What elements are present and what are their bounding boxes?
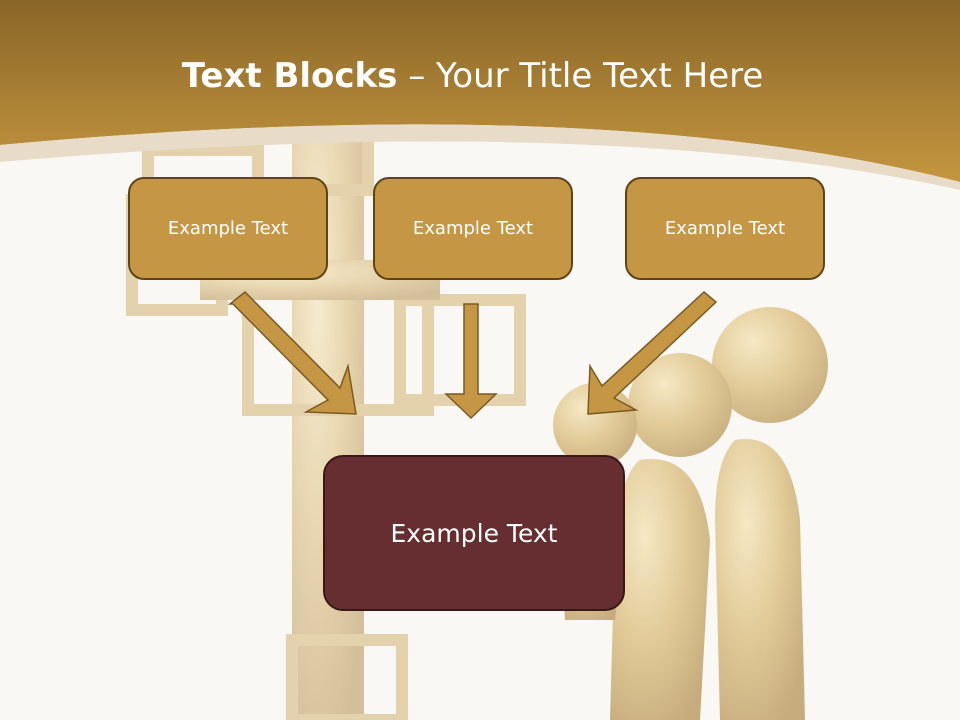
title-bold: Text Blocks [181, 56, 398, 96]
slide-title: Text Blocks – Your Title Text Here [0, 54, 945, 98]
text-block-3: Example Text [625, 177, 825, 280]
text-block-3-label: Example Text [664, 218, 786, 239]
title-dash: – [397, 56, 437, 96]
text-block-2: Example Text [373, 177, 573, 280]
text-block-1-label: Example Text [167, 218, 289, 239]
main-text-block: Example Text [323, 455, 625, 611]
header-band [0, 0, 960, 182]
title-rest: Your Title Text Here [436, 56, 764, 96]
main-text-block-label: Example Text [390, 518, 558, 548]
header-band-edge [0, 124, 960, 190]
text-block-1: Example Text [128, 177, 328, 280]
text-block-2-label: Example Text [412, 218, 534, 239]
